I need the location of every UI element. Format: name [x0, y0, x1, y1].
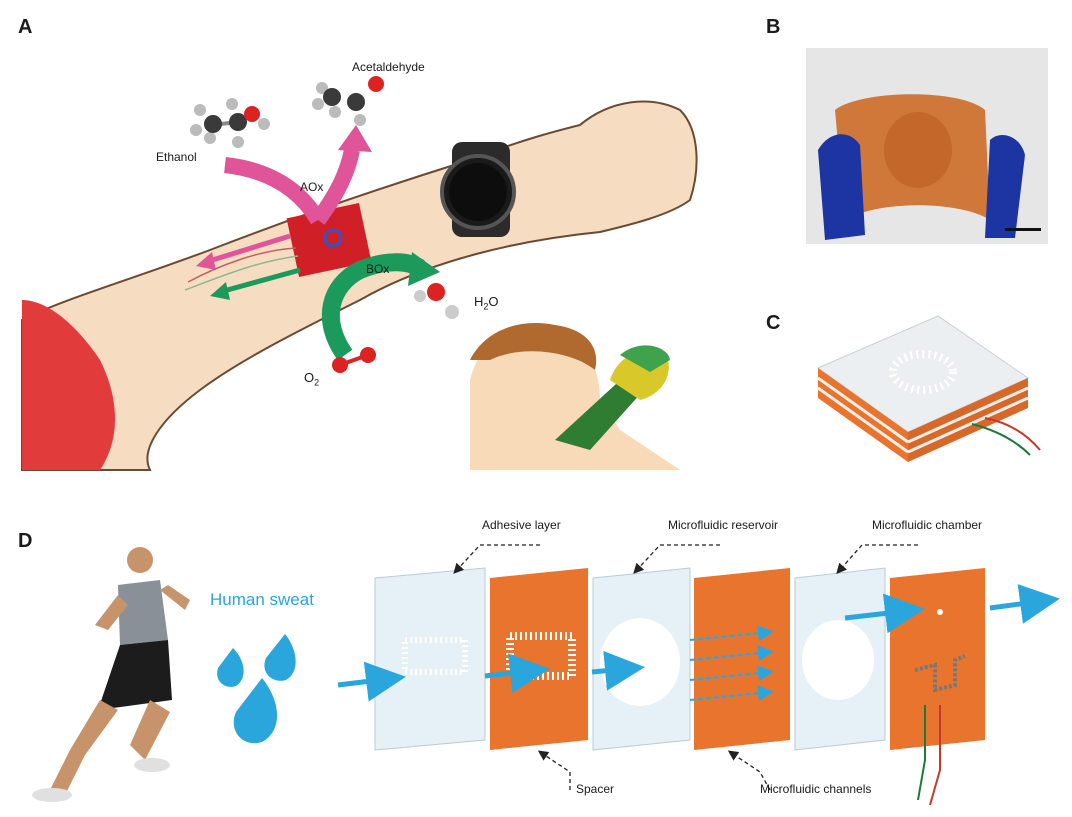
panel-label-a: A — [18, 16, 33, 38]
panel-label-c: C — [766, 312, 781, 334]
oxygen-formula: O2 — [304, 370, 319, 388]
oxygen-formula-o: O — [304, 370, 315, 385]
box-label: BOx — [366, 262, 390, 276]
drinking-man-figure — [470, 323, 680, 470]
water-formula-h: H — [474, 294, 484, 309]
runner-figure — [32, 547, 190, 802]
sweat-drop-icon — [217, 634, 296, 744]
water-molecule-icon — [414, 283, 459, 319]
panel-label-d: D — [18, 530, 33, 552]
green-arrow — [408, 252, 440, 286]
sensor-patch — [286, 202, 372, 278]
water-formula: H2O — [474, 294, 499, 312]
oxygen-molecule-icon — [332, 347, 376, 373]
microfluidic-chamber-label: Microfluidic chamber — [872, 518, 983, 532]
flexible-sensor-photo — [806, 48, 1048, 244]
pink-arrow-up — [338, 125, 372, 152]
oxygen-formula-subscript: 2 — [314, 377, 320, 388]
layered-device-3d — [816, 315, 1041, 462]
forearm-illustration — [21, 100, 698, 471]
adhesive-layer-label: Adhesive layer — [482, 518, 561, 532]
spacer-sheet — [490, 568, 588, 750]
spacer-label: Spacer — [576, 782, 615, 796]
microfluidic-reservoir-sheet — [592, 567, 691, 751]
microfluidic-channels-sheet — [694, 568, 790, 750]
electrode-sheet — [890, 568, 985, 806]
ethanol-molecule-icon — [190, 98, 270, 148]
water-formula-o: O — [488, 294, 499, 309]
human-sweat-label: Human sweat — [210, 590, 314, 609]
ethanol-label: Ethanol — [156, 150, 197, 164]
adhesive-layer-sheet — [374, 567, 486, 751]
aox-label: AOx — [300, 180, 324, 194]
acetaldehyde-molecule-icon — [312, 76, 384, 126]
smartwatch-icon — [440, 142, 516, 237]
scale-bar — [1005, 228, 1041, 231]
microfluidic-chamber-sheet — [794, 567, 886, 751]
acetaldehyde-label: Acetaldehyde — [352, 60, 425, 74]
red-sleeve — [22, 300, 115, 470]
water-formula-subscript: 2 — [483, 301, 489, 312]
panel-label-b: B — [766, 16, 781, 38]
microfluidic-channels-label: Microfluidic channels — [760, 782, 872, 796]
microfluidic-reservoir-label: Microfluidic reservoir — [668, 518, 779, 532]
